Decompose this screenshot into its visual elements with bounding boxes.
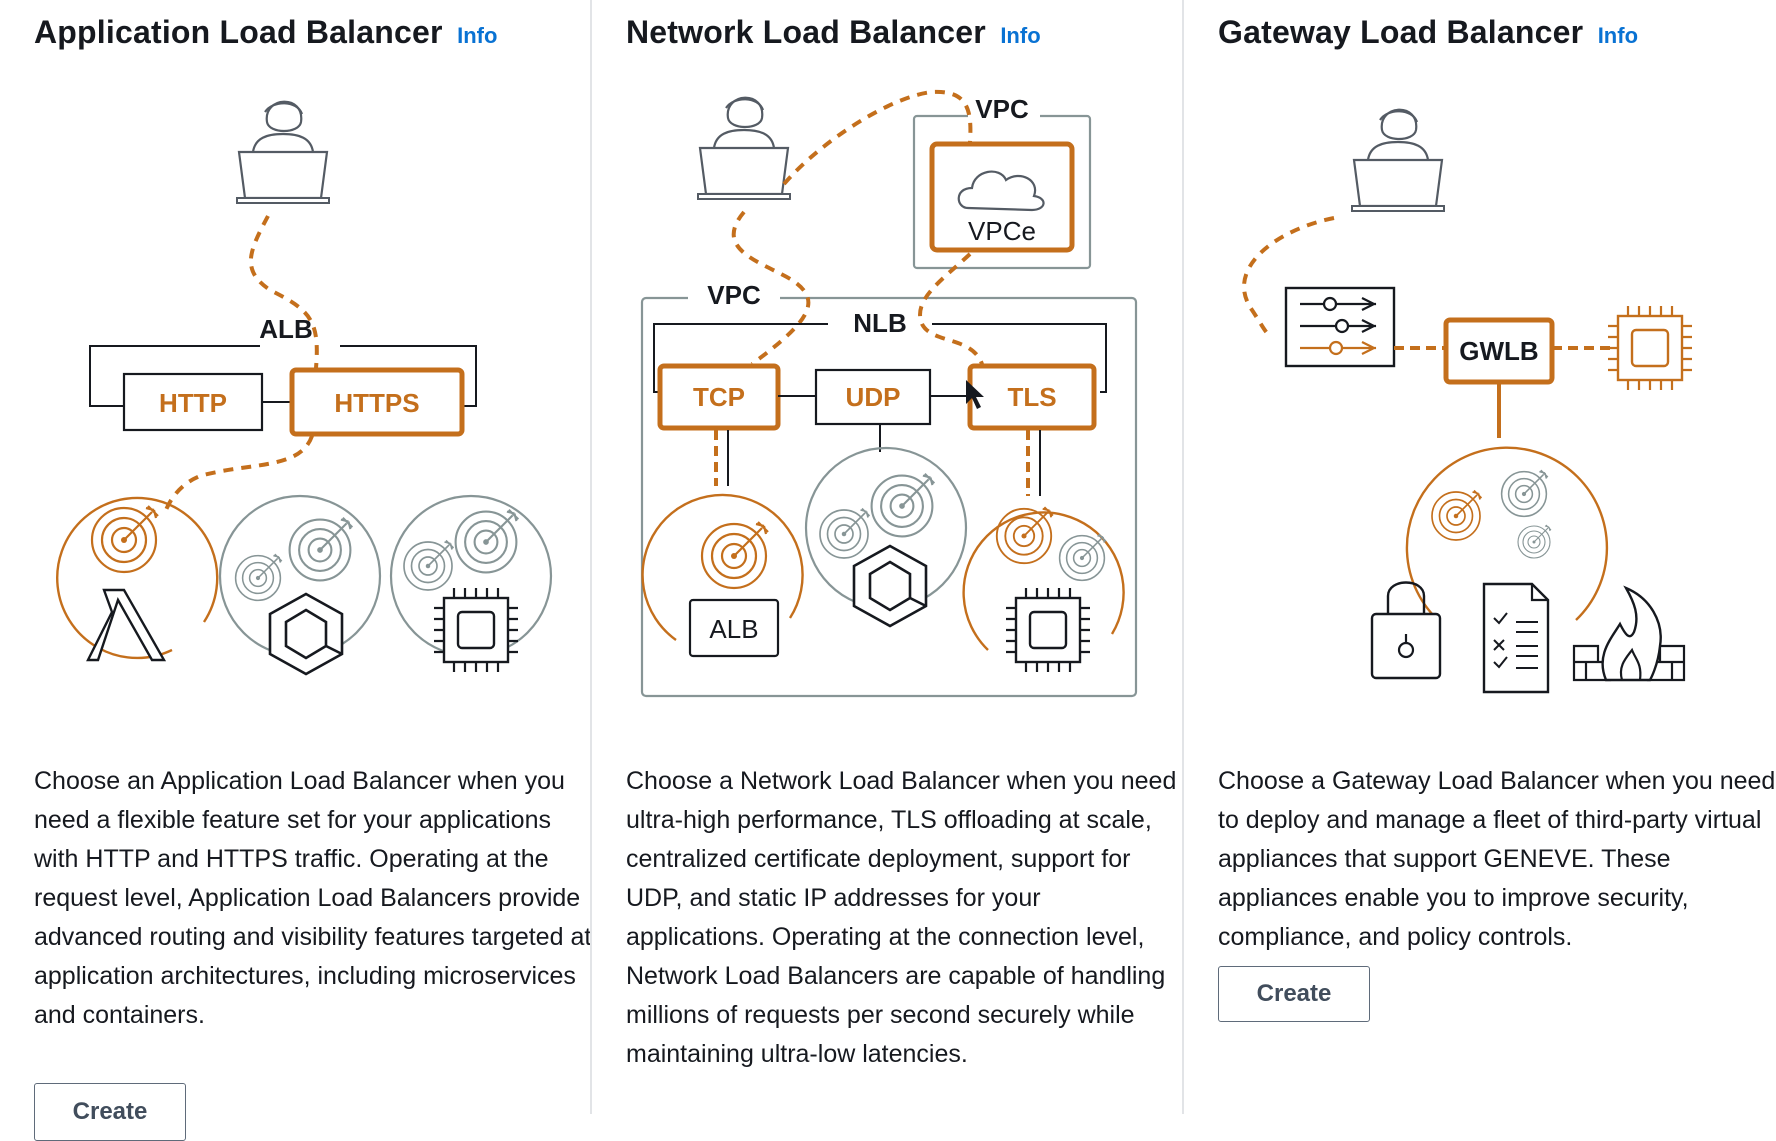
user-icon <box>235 100 331 205</box>
nlb-group-label: NLB <box>853 308 906 338</box>
target-icon <box>403 539 455 591</box>
alb-target-box <box>688 598 780 658</box>
container-icon <box>852 544 928 628</box>
gwlb-info-link[interactable]: Info <box>1597 23 1639 48</box>
gwlb-create-button[interactable]: Create <box>1218 966 1370 1022</box>
vpce-box <box>929 141 1075 253</box>
gwlb-description: Choose a Gateway Load Balancer when you … <box>1218 767 1776 951</box>
cloud-icon <box>957 170 1045 212</box>
target-icon <box>90 504 160 574</box>
appliance-instance-icon <box>1608 306 1692 390</box>
target-icon <box>454 508 520 574</box>
instance-icon <box>432 586 520 674</box>
alb-info-link[interactable]: Info <box>457 23 498 48</box>
target-icon <box>234 553 283 602</box>
http-label: HTTP <box>159 388 227 418</box>
lambda-icon <box>86 588 167 662</box>
nlb-diagram: VPC VPC VPCe NLB TCP UDP TLS <box>640 89 1138 698</box>
https-label: HTTPS <box>334 388 419 418</box>
user-icon <box>1350 108 1446 213</box>
https-box <box>289 367 465 437</box>
alb-group-label: ALB <box>259 314 312 344</box>
alb-create-button[interactable]: Create <box>34 1083 186 1141</box>
alb-target-label: ALB <box>709 614 758 644</box>
nlb-header: Network Load Balancer Info <box>626 14 1041 51</box>
compliance-checklist-icon <box>1482 582 1550 694</box>
instance-group-circle <box>962 511 1125 651</box>
lock-icon <box>1370 581 1442 680</box>
gwlb-title: Gateway Load Balancer <box>1218 14 1584 50</box>
firewall-icon <box>1572 585 1686 682</box>
vpc-top-label: VPC <box>975 94 1029 124</box>
target-icon <box>1500 469 1549 518</box>
gwlb-diagram: GWLB <box>1242 108 1692 694</box>
nlb-card: Network Load Balancer Info VPC VPC VPCe … <box>590 0 1182 1114</box>
vpc-label: VPC <box>707 280 761 310</box>
target-icon <box>819 507 871 559</box>
tcp-label: TCP <box>693 382 745 412</box>
target-icon <box>1517 524 1552 559</box>
user-icon <box>696 96 792 201</box>
alb-title: Application Load Balancer <box>34 14 443 50</box>
appliance-group-circle <box>1405 446 1609 623</box>
traffic-path <box>249 215 319 369</box>
gwlb-header: Gateway Load Balancer Info <box>1218 14 1638 51</box>
gwlb-card: Gateway Load Balancer Info GWLB <box>1182 0 1776 1114</box>
alb-description: Choose an Application Load Balancer when… <box>34 767 592 1029</box>
alb-header: Application Load Balancer Info <box>34 14 497 51</box>
target-icon <box>288 516 354 582</box>
lambda-group-circle <box>56 496 219 660</box>
target-icon <box>700 520 770 590</box>
target-icon <box>870 472 936 538</box>
alb-diagram: ALB HTTP HTTPS <box>56 100 553 676</box>
target-icon <box>1058 533 1107 582</box>
vpce-label: VPCe <box>968 216 1036 246</box>
alb-card: Application Load Balancer Info ALB HTTP … <box>0 0 591 1141</box>
alb-group-circle <box>641 493 804 641</box>
nlb-title: Network Load Balancer <box>626 14 986 50</box>
instance-icon <box>1004 586 1092 674</box>
gwlb-label: GWLB <box>1459 336 1538 366</box>
vpc-boundary <box>640 296 1138 698</box>
http-box <box>122 372 264 432</box>
nlb-description: Choose a Network Load Balancer when you … <box>626 767 1177 1068</box>
mouse-cursor <box>966 380 984 409</box>
target-icon <box>1431 489 1483 541</box>
tls-label: TLS <box>1007 382 1056 412</box>
udp-label: UDP <box>846 382 901 412</box>
container-icon <box>268 592 344 676</box>
nlb-info-link[interactable]: Info <box>1000 23 1041 48</box>
